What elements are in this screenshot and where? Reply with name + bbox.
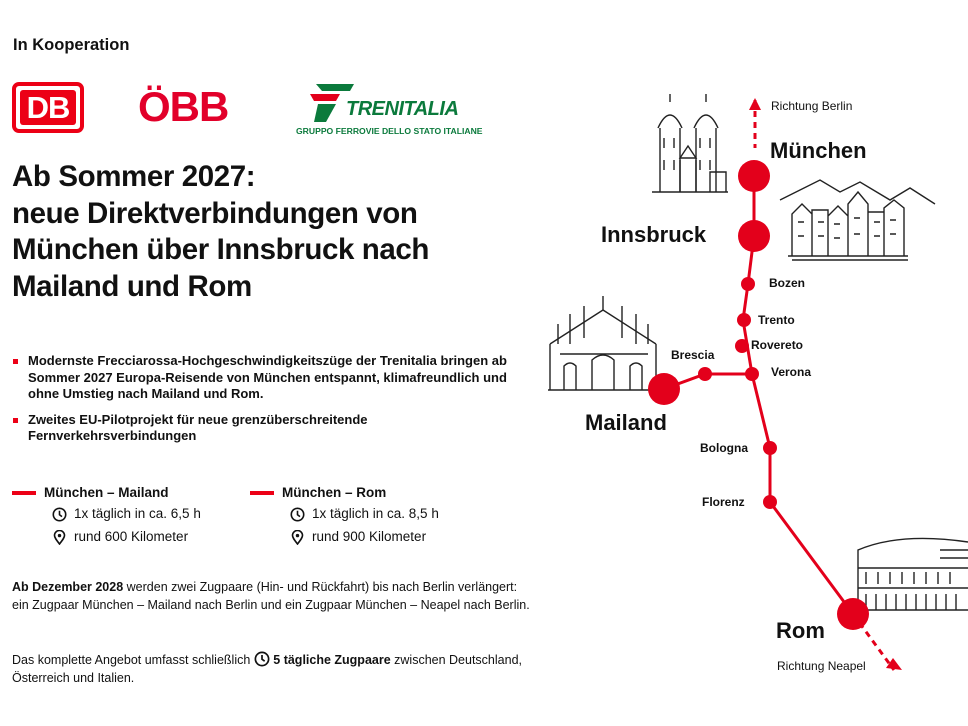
paragraph-text: Das komplette Angebot umfasst schließlic…	[12, 653, 254, 667]
clock-icon	[254, 651, 270, 667]
stop-rom	[837, 598, 869, 630]
location-pin-icon	[53, 529, 66, 545]
db-logo: DB	[12, 82, 84, 133]
stop-bozen	[741, 277, 755, 291]
clock-icon	[290, 507, 305, 522]
stop-mailand	[648, 373, 680, 405]
headline-line: neue Direktverbindungen von	[12, 196, 418, 230]
berlin-extension-paragraph: Ab Dezember 2028 werden zwei Zugpaare (H…	[12, 578, 532, 614]
paragraph-text: werden zwei Zugpaare (Hin- und Rückfahrt…	[12, 580, 530, 612]
headline: Ab Sommer 2027: neue Direktverbindungen …	[12, 159, 532, 305]
distance-text: rund 900 Kilometer	[312, 528, 427, 544]
city-label-brescia: Brescia	[671, 348, 715, 362]
city-label-muenchen: München	[770, 138, 867, 163]
trenitalia-logo: TRENITALIA GRUPPO FERROVIE DELLO STATO I…	[296, 80, 483, 140]
distance-row: rund 600 Kilometer	[12, 526, 242, 548]
location-pin-icon	[291, 529, 304, 545]
trenitalia-subtitle: GRUPPO FERROVIE DELLO STATO ITALIANE	[296, 126, 483, 136]
city-label-rom: Rom	[776, 618, 825, 643]
headline-line: München über Innsbruck nach	[12, 233, 430, 266]
obb-logo: ÖBB	[138, 83, 229, 130]
city-label-bologna: Bologna	[700, 441, 748, 455]
direction-berlin-label: Richtung Berlin	[771, 99, 853, 113]
distance-row: rund 900 Kilometer	[250, 526, 480, 548]
list-item: Modernste Frecciarossa-Hochgeschwindigke…	[12, 353, 532, 403]
offer-summary-paragraph: Das komplette Angebot umfasst schließlic…	[12, 651, 532, 687]
milan-cathedral-illustration	[548, 296, 658, 391]
stop-trento	[737, 313, 751, 327]
city-label-verona: Verona	[771, 365, 812, 379]
distance-text: rund 600 Kilometer	[74, 528, 189, 544]
stop-rovereto	[735, 339, 749, 353]
colosseum-illustration	[857, 537, 968, 611]
list-item: Zweites EU-Pilotprojekt für neue grenzüb…	[12, 412, 532, 445]
frequency-text: 1x täglich in ca. 6,5 h	[74, 506, 201, 521]
frequency-row: 1x täglich in ca. 8,5 h	[250, 503, 480, 525]
headline-line: Mailand und Rom	[12, 269, 252, 303]
city-label-trento: Trento	[758, 313, 795, 327]
stop-muenchen	[738, 160, 770, 192]
city-label-florenz: Florenz	[702, 495, 745, 509]
clock-icon	[52, 507, 67, 522]
frauenkirche-illustration	[652, 94, 728, 193]
innsbruck-illustration	[779, 179, 936, 261]
connection-munich-rome: München – Rom 1x täglich in ca. 8,5 h ru…	[250, 484, 480, 547]
route-label: München – Rom	[250, 484, 480, 502]
cooperation-label: In Kooperation	[13, 36, 130, 54]
route-label: München – Mailand	[12, 484, 242, 502]
trenitalia-mark-icon	[310, 84, 354, 122]
frequency-row: 1x täglich in ca. 6,5 h	[12, 503, 242, 525]
paragraph-emphasis: Ab Dezember 2028	[12, 580, 124, 594]
city-label-rovereto: Rovereto	[751, 338, 804, 352]
stop-bologna	[763, 441, 777, 455]
route-map	[548, 94, 968, 671]
feature-list: Modernste Frecciarossa-Hochgeschwindigke…	[12, 353, 532, 454]
city-label-mailand: Mailand	[585, 410, 667, 435]
stop-brescia	[698, 367, 712, 381]
headline-line: Ab Sommer 2027:	[12, 160, 256, 193]
frequency-text: 1x täglich in ca. 8,5 h	[312, 506, 439, 521]
connection-munich-milan: München – Mailand 1x täglich in ca. 6,5 …	[12, 484, 242, 547]
city-label-bozen: Bozen	[769, 276, 805, 290]
stop-florenz	[763, 495, 777, 509]
stop-innsbruck	[738, 220, 770, 252]
trenitalia-wordmark: TRENITALIA	[346, 98, 459, 120]
paragraph-text: zwischen Deutschland, Österreich und Ita…	[12, 653, 522, 685]
direction-neapel-label: Richtung Neapel	[777, 659, 866, 673]
city-label-innsbruck: Innsbruck	[601, 222, 707, 247]
db-logo-text: DB	[20, 90, 76, 125]
stop-verona	[745, 367, 759, 381]
paragraph-emphasis: 5 tägliche Zugpaare	[273, 653, 391, 667]
